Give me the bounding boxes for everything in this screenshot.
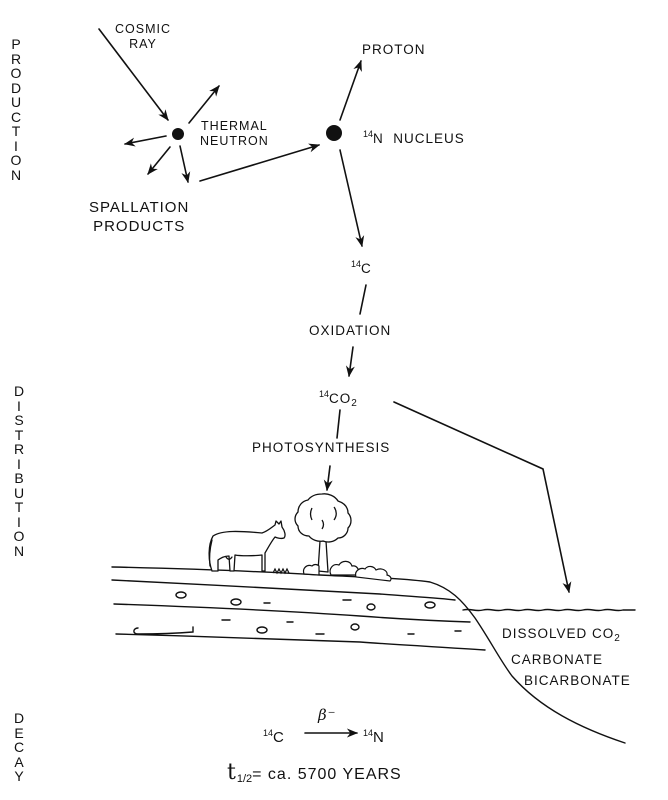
- proton-arrow: [339, 59, 362, 121]
- co2-label: 14CO2: [319, 389, 357, 409]
- beta-minus-label: β⁻: [318, 706, 337, 724]
- stage-letter: R: [10, 50, 22, 67]
- ground-surface: [111, 566, 626, 744]
- proton-label: PROTON: [362, 42, 426, 57]
- stage-letter: I: [17, 455, 21, 472]
- decay-product: 14N: [363, 728, 385, 746]
- stage-letter: I: [17, 513, 21, 530]
- oxidation-to-co2-arrow: [345, 346, 355, 378]
- co2-to-ocean-arrow: [393, 401, 572, 594]
- soil-layer-2: [113, 603, 471, 623]
- soil-layer-3: [115, 633, 486, 651]
- stage-letter: T: [14, 426, 24, 443]
- spallation-arrow-down: [179, 145, 191, 184]
- stage-letter: D: [13, 710, 25, 726]
- half-life-label: t1/2= ca. 5700 YEARS: [227, 760, 402, 786]
- fossil-icon: [133, 626, 194, 635]
- carbon14-label: 14C: [351, 259, 372, 276]
- stage-letter: D: [10, 79, 22, 96]
- photosynthesis-label: PHOTOSYNTHESIS: [252, 440, 391, 455]
- cow-icon: [208, 520, 286, 572]
- soil-layer-1: [111, 579, 456, 601]
- spallation-products-label: SPALLATION PRODUCTS: [89, 199, 190, 235]
- stage-letter: O: [10, 65, 22, 81]
- decay-reactant: 14C: [263, 728, 285, 746]
- ocean-carbon-label: DISSOLVED CO2 CARBONATE BICARBONATE: [502, 626, 631, 688]
- stage-letter: S: [14, 412, 24, 428]
- stage-letter: U: [13, 484, 25, 501]
- stage-letter: A: [14, 753, 24, 770]
- ocean-surface: [462, 608, 636, 612]
- stage-letter: P: [11, 36, 21, 52]
- spallation-arrow-left: [123, 135, 167, 147]
- shrub-icon: [272, 560, 392, 582]
- thermal-neutron-dot-icon: [172, 128, 184, 140]
- cosmic-ray-arrow: [98, 28, 169, 121]
- stage-letter: I: [14, 137, 18, 154]
- stage-letter: T: [14, 499, 24, 515]
- co2-to-photosynthesis-line: [336, 409, 341, 439]
- nitrogen-nucleus-dot-icon: [326, 125, 342, 141]
- cosmic-ray-label: COSMIC RAY: [115, 22, 171, 51]
- stage-letter: R: [13, 441, 25, 457]
- stage-letter: Y: [14, 768, 24, 784]
- nitrogen-to-c14-arrow: [339, 149, 365, 248]
- tree-icon: [294, 493, 352, 573]
- stage-letter: I: [17, 397, 21, 414]
- stage-letter: T: [11, 123, 21, 139]
- spallation-arrow-up: [188, 85, 220, 124]
- stage-letter: E: [14, 724, 24, 741]
- stage-letter: N: [10, 166, 22, 183]
- thermal-neutron-label: THERMAL NEUTRON: [200, 119, 269, 148]
- nitrogen-nucleus-label: 14N NUCLEUS: [363, 129, 465, 146]
- stage-letter: O: [10, 152, 22, 168]
- c14-to-oxidation-line: [359, 284, 367, 315]
- stage-letter: O: [13, 528, 25, 544]
- stage-letter: B: [14, 470, 24, 486]
- spallation-arrow-down-left: [147, 146, 171, 175]
- stage-letter: D: [13, 383, 25, 399]
- oxidation-label: OXIDATION: [309, 323, 392, 338]
- stage-letter: N: [13, 542, 25, 559]
- neutron-to-nitrogen-arrow: [199, 143, 321, 182]
- stage-letter: C: [13, 739, 25, 755]
- stage-letter: U: [10, 94, 22, 110]
- stage-letter: C: [10, 108, 22, 125]
- photosynthesis-to-tree-arrow: [323, 465, 333, 492]
